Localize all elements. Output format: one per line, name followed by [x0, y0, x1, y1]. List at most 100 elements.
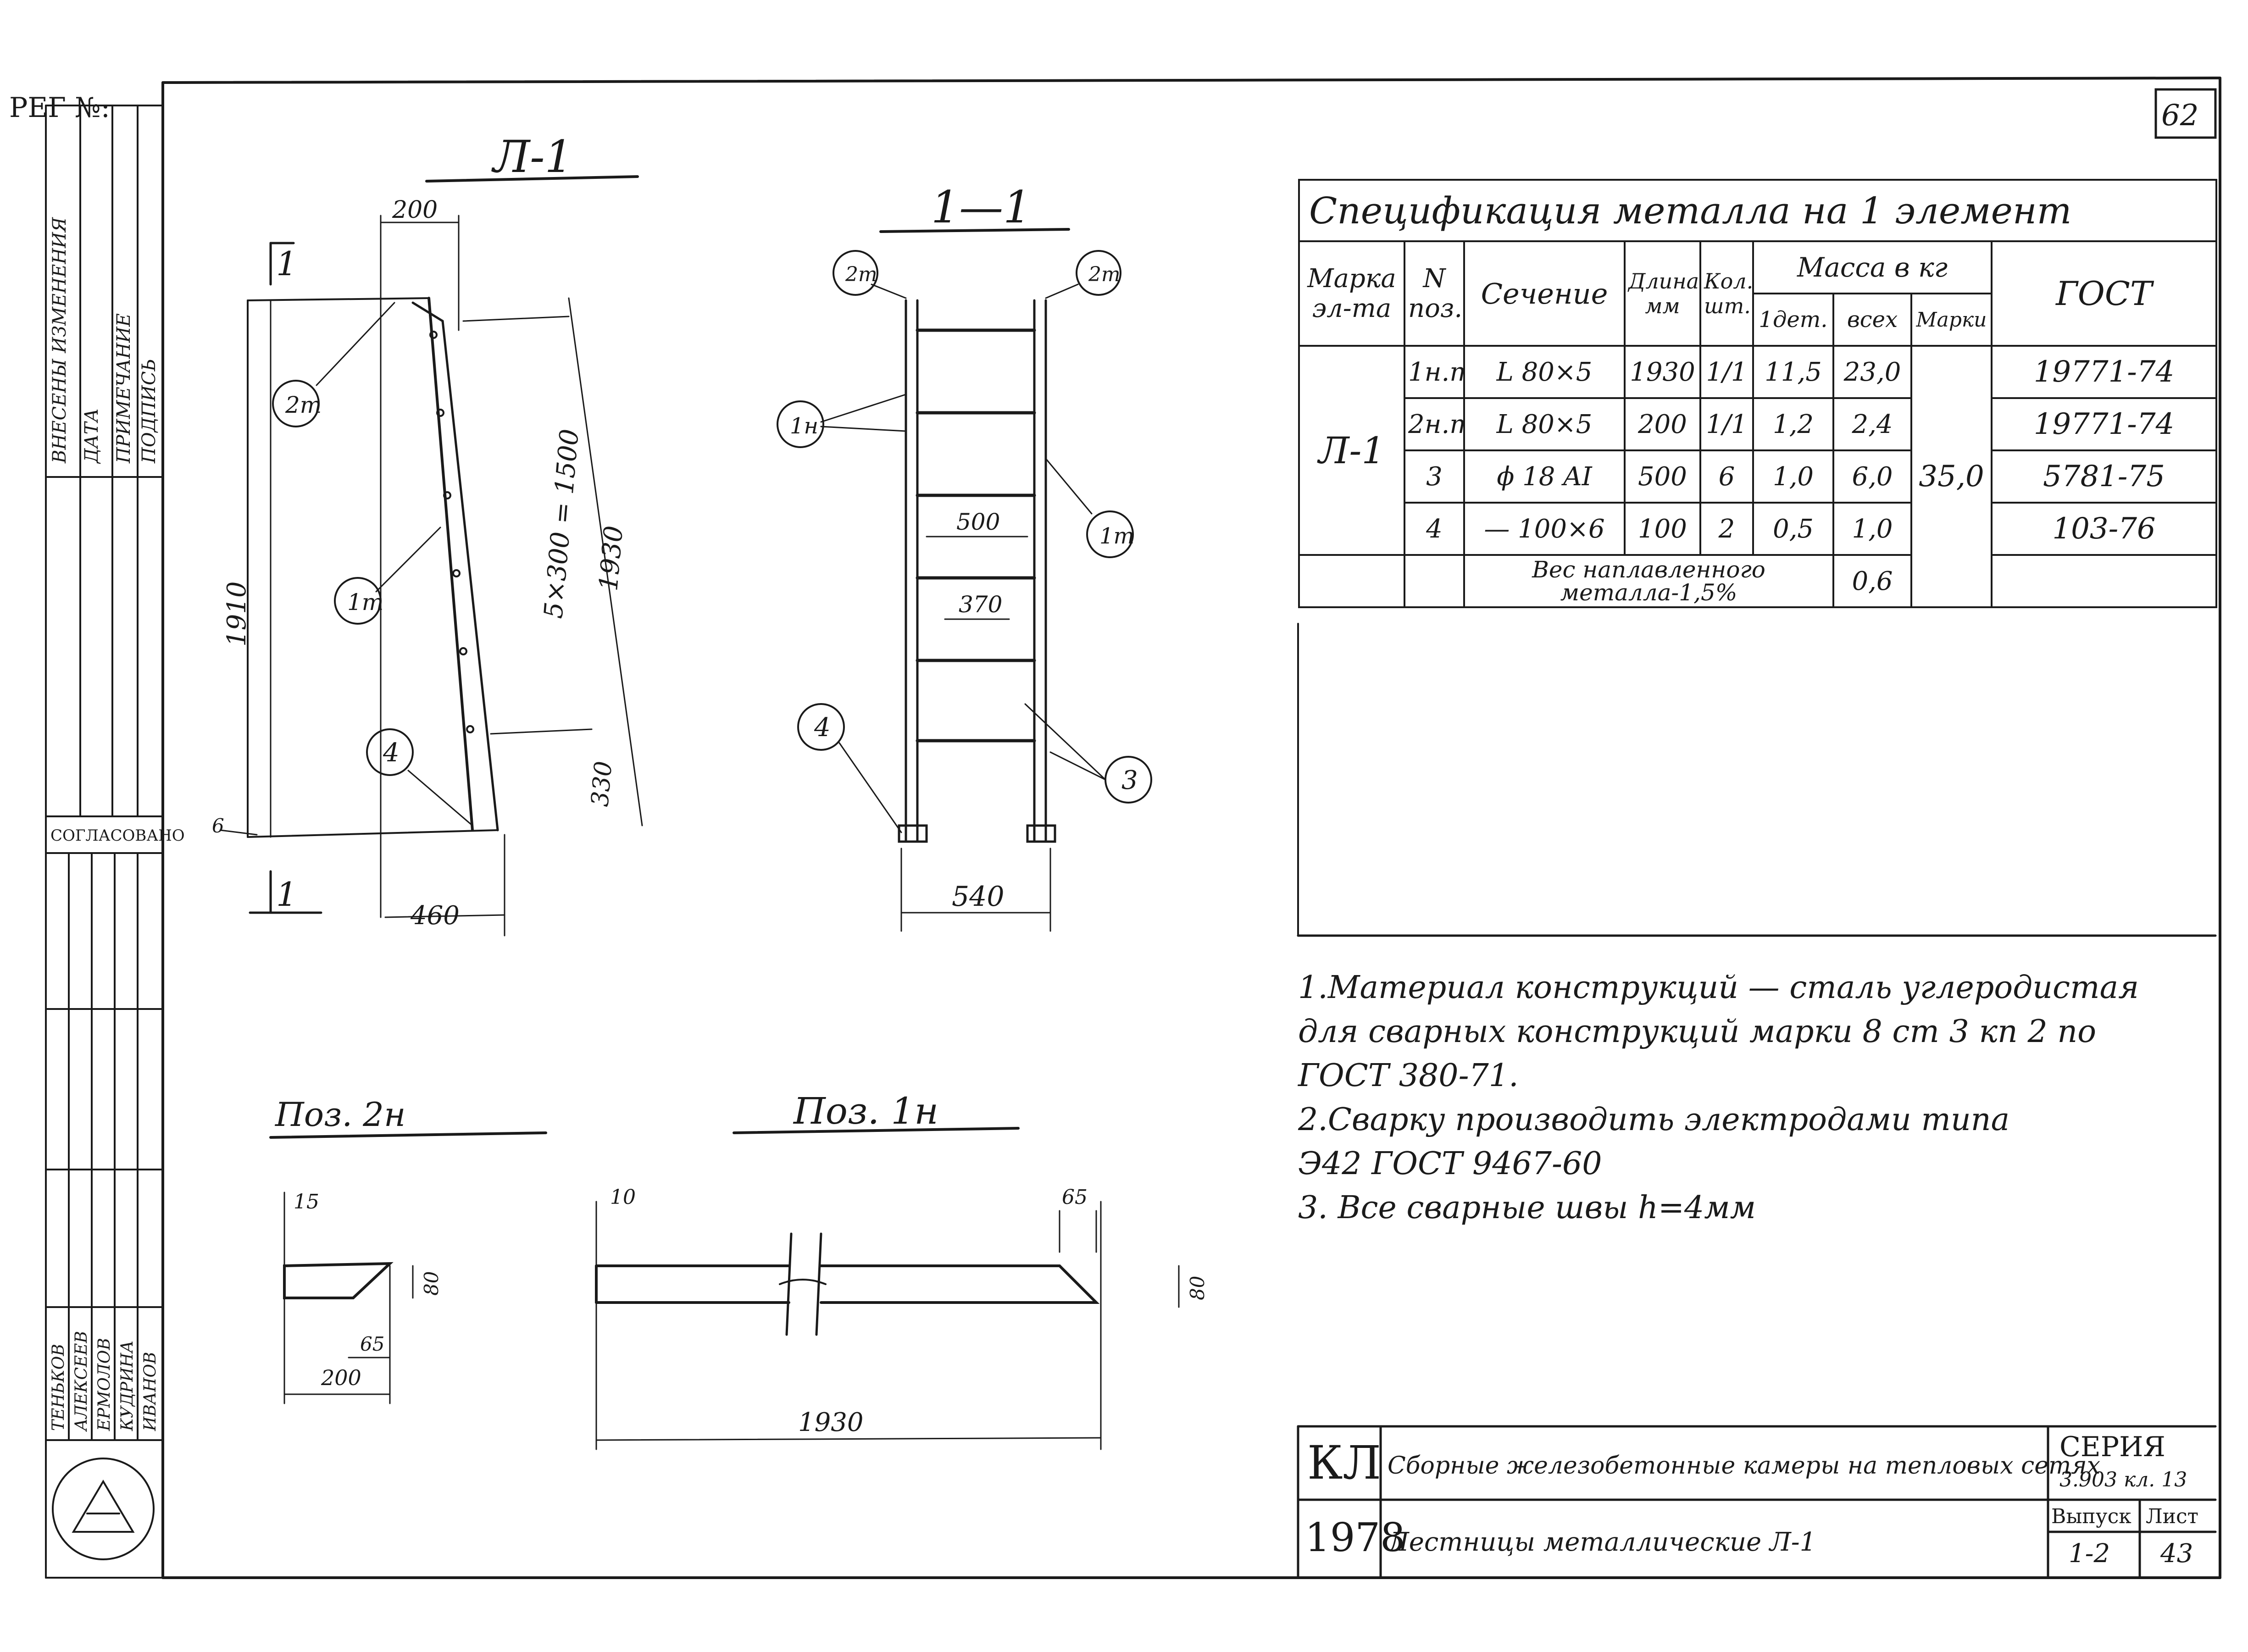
spec-header-mass-mark: Марки — [1910, 293, 1993, 347]
spec-cell-length: 500 — [1624, 449, 1701, 504]
spec-header-mark: Марка эл-та — [1298, 240, 1405, 347]
spec-cell-qty: 1/1 — [1699, 397, 1754, 451]
front-view-drawing — [777, 228, 1152, 932]
stamp-signature-label: ПОДПИСЬ — [139, 359, 160, 463]
title-series-label: СЕРИЯ — [2059, 1431, 2165, 1463]
dim-rung-500: 500 — [956, 509, 1000, 535]
title-sheet-name: Лестницы металлические Л-1 — [1388, 1527, 1816, 1557]
pos2-dim-80: 80 — [420, 1271, 443, 1296]
spec-header-gost: ГОСТ — [1990, 240, 2218, 347]
spec-cell-pos: 3 — [1404, 449, 1465, 504]
pos1-title: Поз. 1н — [793, 1090, 938, 1132]
spec-cell-mass-all: 2,4 — [1832, 397, 1912, 451]
pos2-dim-200: 200 — [321, 1365, 361, 1390]
dim-width-540: 540 — [952, 881, 1005, 913]
page-number: 62 — [2161, 99, 2199, 133]
callout-front-2t-left: 2т — [845, 263, 877, 286]
stamp-name-2: АЛЕКСЕЕВ — [72, 1330, 91, 1431]
spec-weld-label: Вес наплавленного металла-1,5% — [1463, 554, 1834, 608]
pos1-dim-80: 80 — [1186, 1276, 1209, 1300]
callout-side-2t: 2т — [285, 392, 322, 418]
table-row: Л-1 1н.т L 80×5 1930 1/1 11,5 23,0 35,0 … — [1298, 345, 2218, 608]
spec-cell-length: 1930 — [1624, 345, 1701, 399]
note-line: 2.Сварку производить электродами типа — [1298, 1102, 2010, 1138]
note-line: Э42 ГОСТ 9467-60 — [1298, 1146, 1602, 1182]
spec-cell-mass-all: 1,0 — [1832, 502, 1912, 556]
spec-cell-section: — 100×6 — [1463, 502, 1626, 556]
spec-header-mass-all: всех — [1832, 293, 1912, 347]
spec-element-mark: Л-1 — [1298, 345, 1405, 556]
title-issue-value: 1-2 — [2069, 1539, 2110, 1569]
pos1-dim-1930: 1930 — [798, 1408, 864, 1437]
pos2-title: Поз. 2н — [274, 1095, 405, 1134]
spec-cell-gost: 19771-74 — [1990, 397, 2218, 451]
dim-pitch: 5×300 = 1500 — [538, 428, 585, 620]
pos1-dim-10: 10 — [610, 1186, 636, 1209]
front-view-title: 1—1 — [931, 182, 1031, 233]
dim-small-6: 6 — [212, 815, 224, 837]
spec-header-pos: N поз. — [1404, 240, 1465, 347]
spec-cell-mass-one: 0,5 — [1752, 502, 1834, 556]
stamp-name-5: ИВАНОВ — [141, 1352, 160, 1431]
table-row: Вес наплавленного металла-1,5% 0,6 — [1298, 554, 2218, 608]
spec-header-mass-one: 1дет. — [1752, 293, 1834, 347]
title-issue-label: Выпуск — [2051, 1505, 2131, 1528]
frame-top — [161, 77, 2221, 84]
table-row: 3 ϕ 18 AI 500 6 1,0 6,0 5781-75 — [1299, 449, 2218, 504]
side-view-drawing — [219, 175, 643, 937]
spec-cell-gost: 5781-75 — [1990, 449, 2218, 504]
stamp-name-1: ТЕНЬКОВ — [49, 1344, 68, 1431]
title-project: Сборные железобетонные камеры на тепловы… — [1388, 1452, 2101, 1480]
spec-cell-qty: 1/1 — [1699, 345, 1754, 399]
page-number-box — [2154, 88, 2217, 139]
stamp-note-label: ПРИМЕЧАНИЕ — [113, 313, 134, 463]
stamp-changes-label: ВНЕСЕНЫ ИЗМЕНЕНИЯ — [49, 217, 70, 463]
spec-cell-mass-one: 1,2 — [1752, 397, 1834, 451]
stamp-name-3: ЕРМОЛОВ — [95, 1338, 114, 1431]
spec-cell-mass-one: 1,0 — [1752, 449, 1834, 504]
callout-side-4: 4 — [383, 738, 400, 768]
pos1-detail-drawing — [595, 1127, 1180, 1450]
spec-cell-mass-all: 6,0 — [1832, 449, 1912, 504]
stamp-name-4: КУДРИНА — [118, 1340, 137, 1431]
title-block-grid — [1297, 1425, 2217, 1579]
spec-cell-section: L 80×5 — [1463, 345, 1626, 399]
title-code: КЛ — [1307, 1436, 1381, 1490]
spec-cell-length: 100 — [1624, 502, 1701, 556]
reg-label: РЕГ №: — [9, 92, 110, 124]
spec-cell-pos: 2н.т — [1404, 397, 1465, 451]
callout-front-2t-right: 2т — [1088, 263, 1121, 286]
dim-inner-370: 370 — [959, 591, 1002, 618]
callout-side-1t: 1т — [347, 589, 383, 615]
pos2-dim-15: 15 — [294, 1190, 319, 1214]
title-series-value: 3.903 кл. 13 — [2059, 1468, 2187, 1491]
dim-height-1910: 1910 — [222, 581, 252, 647]
callout-front-4: 4 — [814, 713, 831, 743]
stamp-date-label: ДАТА — [81, 408, 102, 463]
spec-header-qty: Кол. шт. — [1699, 240, 1754, 347]
left-stamp — [45, 105, 164, 1579]
spec-cell-length: 200 — [1624, 397, 1701, 451]
spec-cell-qty: 2 — [1699, 502, 1754, 556]
side-view-title: Л-1 — [491, 131, 573, 183]
spec-table: Спецификация металла на 1 элемент Марка … — [1298, 179, 2218, 608]
callout-front-1n: 1н — [790, 413, 818, 439]
stamp-agreed-label: СОГЛАСОВАНО — [50, 826, 185, 845]
note-line: ГОСТ 380-71. — [1298, 1058, 1519, 1094]
note-line: 3. Все сварные швы h=4мм — [1298, 1190, 1756, 1226]
spec-cell-qty: 6 — [1699, 449, 1754, 504]
table-row: 4 — 100×6 100 2 0,5 1,0 103-76 — [1299, 502, 2218, 556]
spec-cell-gost: 19771-74 — [1990, 345, 2218, 399]
table-row: 2н.т L 80×5 200 1/1 1,2 2,4 19771-74 — [1299, 397, 2218, 451]
spec-element-mass: 35,0 — [1910, 345, 1993, 608]
note-line: для сварных конструкций марки 8 ст 3 кп … — [1298, 1014, 2097, 1050]
title-sheet-label: Лист — [2146, 1505, 2199, 1528]
spec-header-length: Длина мм — [1624, 240, 1701, 347]
spec-weld-value: 0,6 — [1832, 554, 1912, 608]
callout-front-3: 3 — [1121, 765, 1138, 795]
spec-header-mass: Масса в кг — [1752, 240, 1993, 294]
notes-block: 1.Материал конструкций — сталь углеродис… — [1298, 972, 2139, 1236]
pos1-dim-65: 65 — [1062, 1186, 1088, 1209]
